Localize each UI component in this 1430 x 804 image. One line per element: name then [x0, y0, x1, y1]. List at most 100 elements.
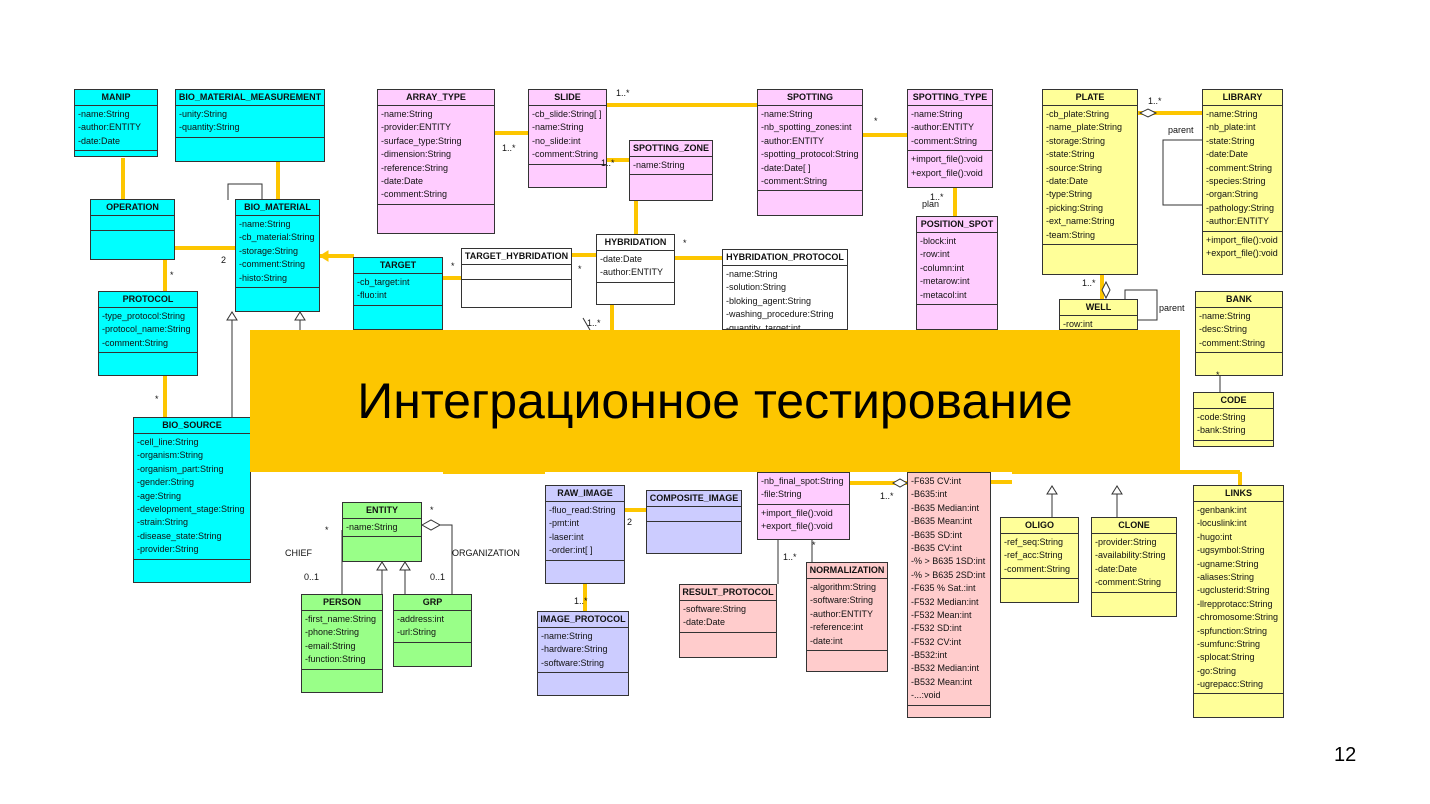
- class-operations: [1043, 245, 1137, 259]
- attribute: -ugsymbol:String: [1197, 545, 1265, 556]
- person-gen-arrow: [376, 561, 388, 571]
- attribute: -cb_slide:String[ ]: [532, 109, 602, 119]
- attribute: -protocol_name:String: [102, 324, 191, 335]
- attribute: -metarow:int: [920, 276, 970, 287]
- attribute: -block:int: [920, 236, 957, 246]
- class-attributes: -date:Date-author:ENTITY: [597, 251, 674, 283]
- class-clone: CLONE-provider:String-availability:Strin…: [1091, 517, 1177, 617]
- class-attributes: -cell_line:String-organism:String-organi…: [134, 434, 250, 560]
- class-plate: PLATE-cb_plate:String-name_plate:String-…: [1042, 89, 1138, 275]
- multiplicity-label: 1..*: [502, 143, 516, 153]
- attribute: -% > B635 2SD:int: [911, 569, 986, 580]
- attribute: -comment:String: [102, 337, 169, 348]
- multiplicity-label: parent: [1159, 303, 1185, 313]
- class-operations: [91, 231, 174, 245]
- attribute: -ugname:String: [1197, 558, 1259, 569]
- class-grp: GRP-address:int-url:String: [393, 594, 472, 667]
- attribute: -phone:String: [305, 627, 360, 638]
- entity-grp-agg-line: [440, 524, 453, 594]
- well-parent-loop: [1124, 289, 1158, 321]
- class-name: GRP: [394, 595, 471, 611]
- attribute: -reference:int: [810, 622, 864, 633]
- class-operations: [807, 651, 887, 665]
- attribute: -email:String: [305, 640, 356, 651]
- class-operations: [354, 306, 442, 320]
- hybridation-small-line: [582, 317, 591, 331]
- attribute: -washing_procedure:String: [726, 309, 834, 320]
- attribute: -F532 SD:int: [911, 623, 962, 634]
- attribute: -cell_line:String: [137, 437, 199, 447]
- page-number: 12: [1334, 744, 1357, 766]
- attribute: -address:int: [397, 614, 445, 624]
- class-operations: [758, 191, 862, 205]
- class-image-protocol: IMAGE_PROTOCOL-name:String-hardware:Stri…: [537, 611, 629, 696]
- class-name: LINKS: [1194, 486, 1283, 502]
- attribute: -date:Date: [381, 175, 424, 186]
- entity-diamond: [420, 519, 442, 531]
- class-attributes: -row:int: [1060, 316, 1137, 329]
- oligo-gen-arrow: [1046, 485, 1058, 495]
- attribute: -column:int: [920, 262, 965, 273]
- class-attributes: -fluo_read:String-pmt:int-laser:int-orde…: [546, 502, 624, 561]
- class-attributes: -cb_target:int-fluo:int: [354, 274, 442, 306]
- attribute: -% > B635 1SD:int: [911, 556, 986, 567]
- attribute: -B635 Median:int: [911, 502, 980, 513]
- attribute: -strain:String: [137, 517, 189, 528]
- class-operations: [1092, 593, 1176, 607]
- attribute: -software:String: [541, 657, 605, 668]
- attribute: -cb_material:String: [239, 232, 315, 243]
- class-name: BIO_SOURCE: [134, 418, 250, 434]
- class-name: NORMALIZATION: [807, 563, 887, 579]
- class-operations: [343, 537, 421, 551]
- class-name: PROTOCOL: [99, 292, 197, 308]
- attribute: -date:Date: [600, 254, 643, 264]
- class-attributes: [91, 216, 174, 231]
- class-hybridation-protocol: HYBRIDATION_PROTOCOL-name:String-solutio…: [722, 249, 848, 330]
- class-name: IMAGE_PROTOCOL: [538, 612, 628, 628]
- attribute: -F532 CV:int: [911, 636, 962, 647]
- class-operations: +import_file():void+export_file():void: [908, 151, 992, 182]
- class-attributes: -name:String-cb_material:String-storage:…: [236, 216, 319, 288]
- attribute: -solution:String: [726, 282, 787, 293]
- attribute: -F532 Median:int: [911, 596, 979, 607]
- attribute: -name:String: [726, 269, 778, 279]
- attribute: -date:int: [810, 635, 843, 646]
- class-code: CODE-code:String-bank:String: [1193, 392, 1274, 447]
- attribute: -metacol:int: [920, 289, 967, 300]
- attribute: -comment:String: [1095, 577, 1162, 588]
- attribute: -locuslink:int: [1197, 518, 1247, 529]
- class-operations: [462, 280, 571, 294]
- class-attributes: -unity:String-quantity:String: [176, 106, 324, 138]
- attribute: -desc:String: [1199, 324, 1248, 335]
- attribute: -B635 Mean:int: [911, 516, 973, 527]
- class-name: RESULT_PROTOCOL: [680, 585, 776, 601]
- class-operations: [134, 560, 250, 574]
- attribute: -order:int[ ]: [549, 545, 593, 556]
- class-operations: [908, 706, 990, 717]
- multiplicity-label: 1..*: [587, 318, 601, 328]
- class-raw-image: RAW_IMAGE-fluo_read:String-pmt:int-laser…: [545, 485, 625, 584]
- attribute: -ext_name:String: [1046, 216, 1115, 227]
- attribute: -species:String: [1206, 175, 1266, 186]
- attribute: -comment:String: [761, 175, 828, 186]
- attribute: -author:ENTITY: [761, 135, 825, 146]
- attribute: -quantity:String: [179, 122, 240, 133]
- attribute: -dimension:String: [381, 149, 452, 160]
- attribute: -author:ENTITY: [810, 608, 874, 619]
- class-operations: [546, 561, 624, 575]
- class-person: PERSON-first_name:String-phone:String-em…: [301, 594, 383, 693]
- attribute: -cb_plate:String: [1046, 109, 1110, 119]
- target-arrow: [319, 250, 329, 262]
- attribute: -date:Date: [683, 617, 726, 628]
- class-spotting: SPOTTING-name:String-nb_spotting_zones:i…: [757, 89, 863, 216]
- class-name: OPERATION: [91, 200, 174, 216]
- attribute: -histo:String: [239, 272, 288, 283]
- class-name: RAW_IMAGE: [546, 486, 624, 502]
- attribute: -F532 Mean:int: [911, 609, 972, 620]
- multiplicity-label: *: [325, 525, 329, 535]
- class-operations: [236, 288, 319, 302]
- class-attributes: -cb_plate:String-name_plate:String-stora…: [1043, 106, 1137, 245]
- attribute: -row:int: [1063, 319, 1093, 329]
- attribute: -comment:String: [532, 149, 599, 160]
